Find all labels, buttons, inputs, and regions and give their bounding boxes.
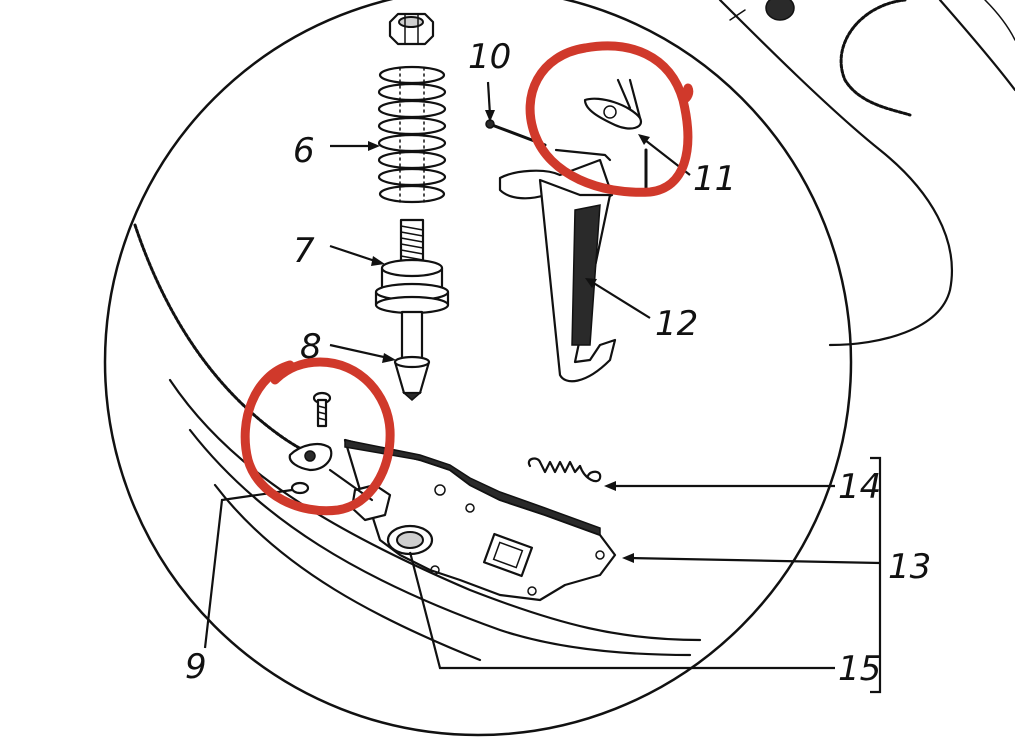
callout-9: 9 (185, 647, 207, 687)
callout-11: 11 (693, 159, 736, 199)
part-nut (388, 12, 435, 46)
callout-7: 7 (293, 231, 315, 271)
part-6-spring (377, 65, 447, 208)
detail-view-circle (103, 0, 853, 737)
cable-upper-right (839, 0, 912, 117)
part-14-spring (527, 457, 602, 483)
callout-15: 15 (838, 649, 881, 689)
part-8-pin (393, 310, 431, 401)
red-annotation-marks (240, 41, 694, 516)
annotation-circle-lower (240, 357, 395, 516)
body-outline (718, 0, 1015, 347)
callout-14: 14 (838, 467, 881, 507)
part-7-stud (374, 218, 450, 315)
callout-10: 10 (468, 37, 511, 77)
part-9-clamp (288, 391, 392, 522)
part-15-grommet (386, 524, 434, 556)
callout-6: 6 (293, 131, 315, 171)
callout-12: 12 (655, 304, 698, 344)
callout-13: 13 (888, 547, 931, 587)
part-11-clip (583, 78, 648, 192)
callout-8: 8 (300, 327, 322, 367)
annotation-circle-upper (525, 41, 694, 197)
callout-labels: 6 7 8 9 10 11 12 13 14 15 (185, 37, 931, 689)
part-12-spring-clip (498, 148, 617, 383)
